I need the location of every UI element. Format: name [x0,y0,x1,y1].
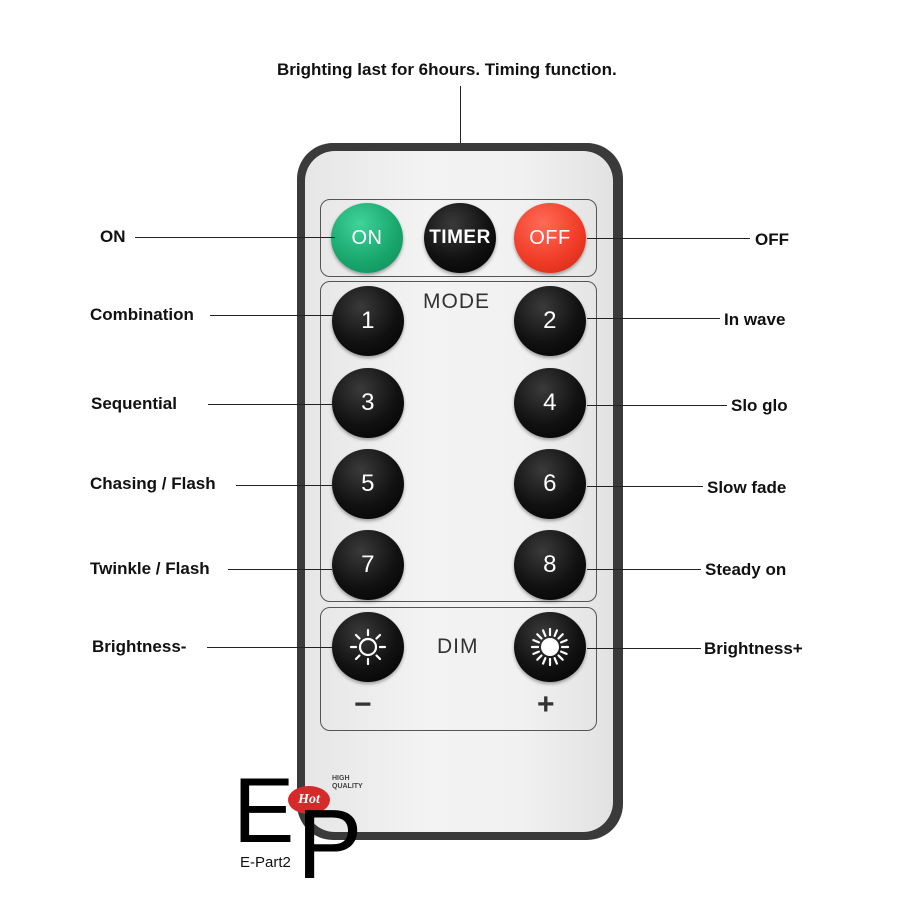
logo-letter-e: E [233,760,295,862]
mode-button-5-label: 5 [361,470,375,497]
mode-button-3[interactable]: 3 [332,368,404,438]
mode-button-2-label: 2 [543,307,557,334]
mode7-leader-line [228,569,332,570]
dim-plus-callout: Brightness+ [704,639,803,658]
on-button-label: ON [351,226,383,249]
mode5-callout: Chasing / Flash [90,474,216,493]
logo-quality-line2: QUALITY [332,783,363,790]
off-leader-line [587,238,750,239]
mode1-callout: Combination [90,305,194,324]
mode-button-3-label: 3 [361,389,375,416]
dim-panel [320,607,597,731]
mode4-leader-line [587,405,727,406]
logo-quality-line1: HIGH [332,775,350,782]
timer-button-label: TIMER [429,227,491,248]
brightness-down-button[interactable] [332,612,404,682]
mode6-callout: Slow fade [707,478,787,497]
mode4-callout: Slo glo [731,396,788,415]
off-button[interactable]: OFF [514,203,586,273]
logo-letter-p: P [297,789,363,899]
logo-hot-badge: Hot [288,786,330,814]
mode-button-6-label: 6 [543,470,557,497]
mode-button-1[interactable]: 1 [332,286,404,356]
mode-button-7[interactable]: 7 [332,530,404,600]
brightness-up-button[interactable] [514,612,586,682]
mode6-leader-line [587,486,703,487]
mode-button-1-label: 1 [361,307,375,334]
mode-button-7-label: 7 [361,551,375,578]
logo-brand-text: E-Part2 [240,854,291,871]
mode-button-4[interactable]: 4 [514,368,586,438]
mode5-leader-line [236,485,332,486]
mode-button-6[interactable]: 6 [514,449,586,519]
on-callout: ON [100,227,126,246]
mode1-leader-line [210,315,333,316]
dim-minus-callout: Brightness- [92,637,187,656]
mode-button-4-label: 4 [543,389,557,416]
mode2-leader-line [587,318,720,319]
mode3-callout: Sequential [91,394,177,413]
mode8-leader-line [587,569,701,570]
sun-filled-icon [530,627,570,667]
timer-button[interactable]: TIMER [424,203,496,273]
dim-minus-leader-line [207,647,332,648]
mode-button-2[interactable]: 2 [514,286,586,356]
dim-plus-leader-line [587,648,701,649]
mode-button-8[interactable]: 8 [514,530,586,600]
mode-button-8-label: 8 [543,551,557,578]
mode7-callout: Twinkle / Flash [90,559,210,578]
mode-title: MODE [423,290,490,313]
sun-outline-icon [349,628,387,666]
off-callout: OFF [755,230,789,249]
mode8-callout: Steady on [705,560,787,579]
logo-quality-mark: HIGH QUALITY [332,775,363,791]
off-button-label: OFF [529,226,571,249]
plus-sign: + [537,688,555,721]
minus-sign: − [354,688,372,721]
on-button[interactable]: ON [331,203,403,273]
on-leader-line [135,237,335,238]
mode-button-5[interactable]: 5 [332,449,404,519]
timer-callout: Brighting last for 6hours. Timing functi… [277,60,617,79]
dim-title: DIM [437,635,479,658]
mode-panel [320,281,597,602]
mode2-callout: In wave [724,310,786,329]
mode3-leader-line [208,404,332,405]
